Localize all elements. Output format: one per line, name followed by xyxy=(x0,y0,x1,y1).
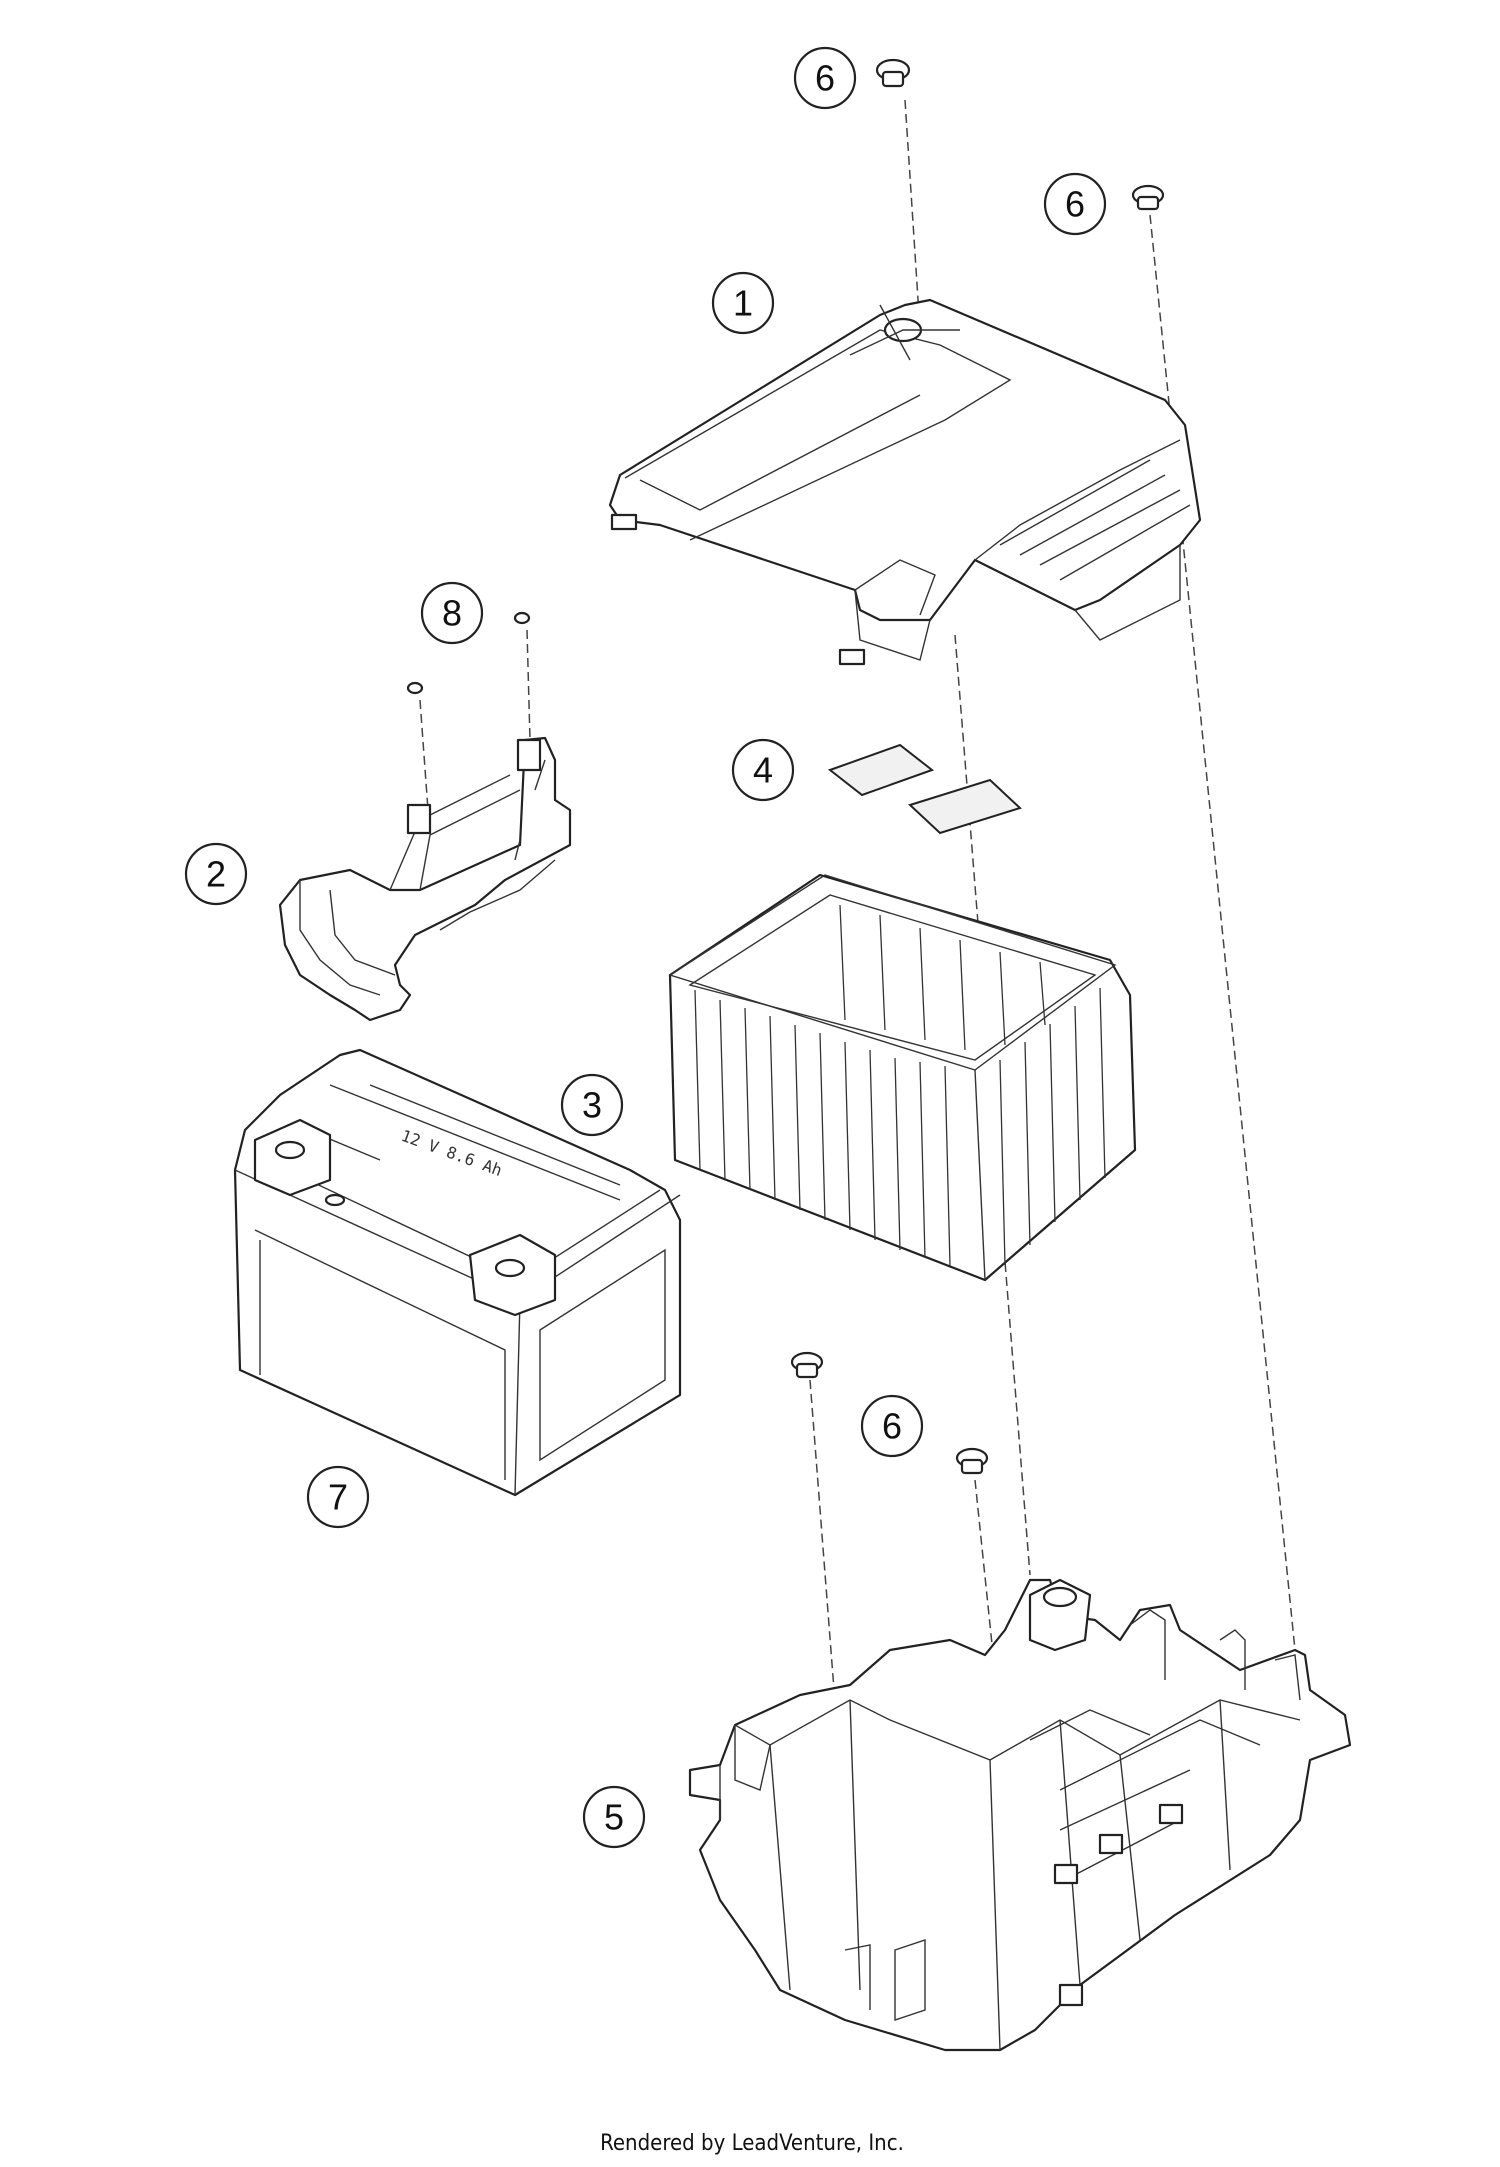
callout-6-top-left: 6 xyxy=(793,46,857,110)
callout-6-lower: 6 xyxy=(860,1394,924,1458)
svg-text:5: 5 xyxy=(604,1797,624,1838)
svg-text:3: 3 xyxy=(582,1085,602,1126)
battery-tray xyxy=(688,1578,1352,2052)
callouts: 1 2 3 4 5 6 6 6 xyxy=(184,46,1107,1849)
svg-text:8: 8 xyxy=(442,593,462,634)
screw-top-right xyxy=(1131,184,1165,211)
svg-text:6: 6 xyxy=(815,58,835,99)
battery-bracket xyxy=(278,611,572,1022)
screw-lower-right xyxy=(955,1447,989,1475)
callout-5: 5 xyxy=(582,1785,646,1849)
callout-3: 3 xyxy=(560,1073,624,1137)
callout-7: 7 xyxy=(306,1465,370,1529)
battery: 12 V 8.6 Ah xyxy=(233,1048,682,1497)
callout-8: 8 xyxy=(420,581,484,645)
svg-text:1: 1 xyxy=(733,283,753,324)
svg-text:6: 6 xyxy=(882,1406,902,1447)
svg-text:6: 6 xyxy=(1065,184,1085,225)
battery-box xyxy=(668,873,1137,1282)
svg-text:7: 7 xyxy=(328,1477,348,1518)
svg-text:4: 4 xyxy=(753,750,773,791)
callout-6-top-right: 6 xyxy=(1043,172,1107,236)
callout-1: 1 xyxy=(711,271,775,335)
callout-4: 4 xyxy=(731,738,795,802)
rubber-pads xyxy=(827,743,1022,835)
screw-lower-left xyxy=(790,1351,824,1379)
callout-2: 2 xyxy=(184,842,248,906)
battery-cover xyxy=(608,298,1202,666)
footer-credit: Rendered by LeadVenture, Inc. xyxy=(600,2131,904,2156)
screw-top-left xyxy=(875,58,911,88)
svg-text:2: 2 xyxy=(206,854,226,895)
battery-box-ribs xyxy=(694,904,1106,1267)
